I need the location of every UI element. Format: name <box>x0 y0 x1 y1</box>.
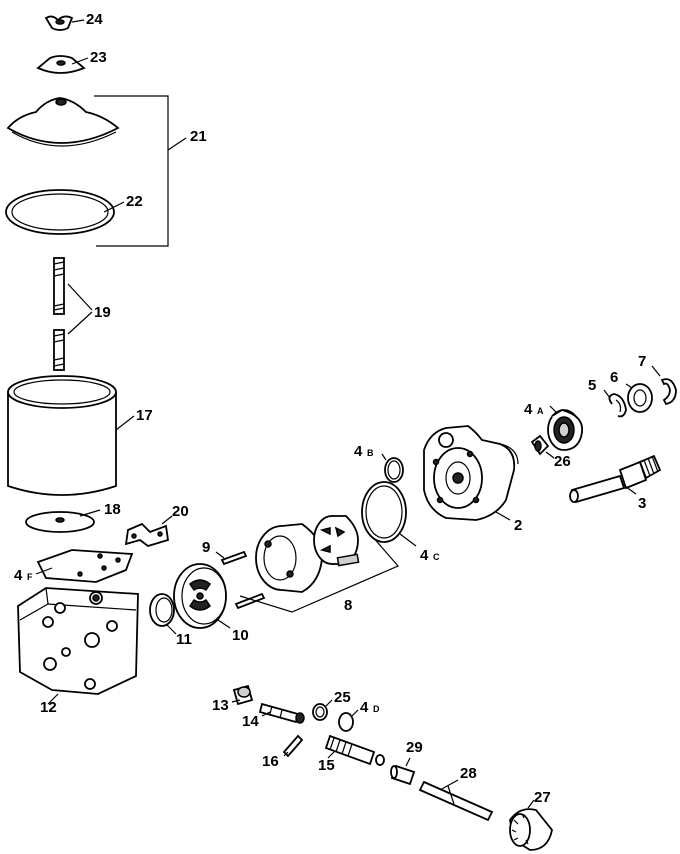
part-4f-gasket-plate <box>36 549 134 583</box>
part-11-ring <box>149 593 175 627</box>
part-12-housing <box>17 587 139 695</box>
callout-4a-sub: A <box>537 406 544 416</box>
part-18-baffle <box>25 511 95 533</box>
part-4a-bearing <box>547 409 584 451</box>
callout-9: 9 <box>202 539 210 556</box>
part-29-sleeve <box>390 764 416 786</box>
part-28-long-pin <box>418 780 494 822</box>
callout-15: 15 <box>318 757 335 774</box>
part-4d-oring <box>338 712 354 732</box>
part-19-studs <box>53 257 65 371</box>
part-8-cartridge <box>255 515 360 593</box>
callout-11: 11 <box>176 631 192 648</box>
callout-2: 2 <box>514 517 522 534</box>
callout-20: 20 <box>172 503 189 520</box>
callout-4c-sub: C <box>433 552 440 562</box>
callout-4f-sub: F <box>27 572 33 582</box>
callout-8: 8 <box>344 597 352 614</box>
callout-17: 17 <box>136 407 153 424</box>
part-27-knob <box>509 808 553 851</box>
callout-4c: 4 <box>420 547 429 564</box>
part-3-shaft <box>569 454 662 504</box>
callout-26: 26 <box>554 453 571 470</box>
callout-4a: 4 <box>524 401 533 418</box>
part-25-ring <box>312 703 328 721</box>
part-24-wing-nut <box>44 15 74 31</box>
callout-13: 13 <box>212 697 229 714</box>
part-21-cover <box>6 97 120 147</box>
part-9-pins <box>220 550 266 610</box>
part-5-snap-ring <box>608 393 627 418</box>
callout-4d: 4 <box>360 699 369 716</box>
part-17-bowl <box>7 375 117 496</box>
callout-19: 19 <box>94 304 111 321</box>
part-7-retaining-ring <box>660 378 677 406</box>
callout-4f: 4 <box>14 567 23 584</box>
bracket-21 <box>94 95 169 247</box>
callout-3: 3 <box>638 495 646 512</box>
callout-14: 14 <box>242 713 259 730</box>
callout-22: 22 <box>126 193 143 210</box>
callout-6: 6 <box>610 369 618 386</box>
callout-24: 24 <box>86 11 103 28</box>
part-20-clamp <box>124 522 170 547</box>
part-6-washer <box>627 383 653 413</box>
part-23-cone-washer <box>36 55 86 74</box>
callout-27: 27 <box>534 789 551 806</box>
callout-21: 21 <box>190 128 207 145</box>
part-16-pin <box>282 734 304 758</box>
callout-23: 23 <box>90 49 107 66</box>
part-13-valve-cap <box>232 684 254 706</box>
callout-labels: 24 23 21 22 19 17 7 6 5 4 A 4 B 26 3 2 4… <box>14 11 646 806</box>
callout-10: 10 <box>232 627 249 644</box>
callout-4b: 4 <box>354 443 363 460</box>
callout-16: 16 <box>262 753 279 770</box>
part-4b-oring <box>384 457 404 483</box>
callout-29: 29 <box>406 739 423 756</box>
part-15-relief-valve <box>324 734 385 766</box>
callout-12: 12 <box>40 699 57 716</box>
part-14-valve-spool <box>258 702 305 724</box>
part-4c-oring <box>361 481 407 543</box>
callout-4b-sub: B <box>367 448 374 458</box>
callout-7: 7 <box>638 353 646 370</box>
callout-25: 25 <box>334 689 351 706</box>
callout-5: 5 <box>588 377 596 394</box>
callout-4d-sub: D <box>373 704 380 714</box>
part-26-bushing <box>530 434 550 456</box>
callout-28: 28 <box>460 765 477 782</box>
callout-18: 18 <box>104 501 121 518</box>
part-22-gasket <box>5 189 115 235</box>
part-10-end-plate <box>173 563 227 629</box>
part-2-pump-body <box>423 425 519 521</box>
